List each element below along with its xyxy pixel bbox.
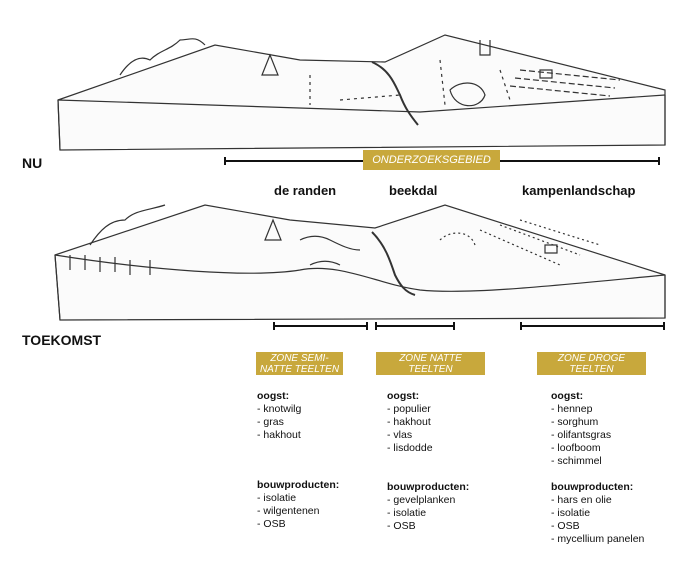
harvest-heading: oogst: — [387, 390, 420, 402]
harvest-item: - populier — [387, 403, 431, 415]
product-item: - isolatie — [387, 507, 427, 519]
product-item: - OSB — [387, 520, 416, 532]
zone-tag-wet: ZONE NATTE TEELTEN — [376, 352, 485, 375]
harvest-item: - gras — [257, 416, 284, 428]
future-label: TOEKOMST — [22, 332, 102, 348]
product-item: - wilgentenen — [257, 505, 320, 517]
zone-wet-details: oogst: - populier- hakhout- vlas- lisdod… — [387, 390, 469, 533]
harvest-item: - hakhout — [257, 429, 301, 441]
product-item: - OSB — [257, 518, 286, 530]
products-heading: bouwproducten: — [387, 481, 470, 493]
now-label: NU — [22, 155, 43, 171]
study-area-tag: ONDERZOEKSGEBIED — [363, 150, 500, 170]
harvest-item: - schimmel — [551, 455, 602, 467]
harvest-item: - loofboom — [551, 442, 601, 454]
product-item: - isolatie — [551, 507, 591, 519]
harvest-heading: oogst: — [551, 390, 584, 402]
harvest-item: - knotwilg — [257, 403, 302, 415]
product-item: - OSB — [551, 520, 580, 532]
zone-range-bar-semi-wet — [273, 322, 368, 330]
zone-dry-details: oogst: - hennep- sorghum- olifantsgras- … — [551, 390, 644, 546]
future-landscape-block — [54, 204, 666, 321]
product-item: - mycellium panelen — [551, 533, 645, 545]
harvest-item: - vlas — [387, 429, 413, 441]
region-de-randen: de randen — [274, 183, 337, 198]
harvest-item: - sorghum — [551, 416, 599, 428]
harvest-item: - hakhout — [387, 416, 431, 428]
current-landscape-block — [57, 34, 666, 151]
zone-range-bar-dry — [520, 322, 665, 330]
zone-semi-wet-details: oogst: - knotwilg- gras- hakhout bouwpro… — [257, 390, 339, 531]
product-item: - isolatie — [257, 492, 297, 504]
harvest-item: - lisdodde — [387, 442, 433, 454]
harvest-heading: oogst: — [257, 390, 290, 402]
products-heading: bouwproducten: — [551, 481, 634, 493]
zone-tag-semi-wet: ZONE SEMI-NATTE TEELTEN — [256, 352, 343, 375]
region-kampenlandschap: kampenlandschap — [522, 183, 636, 198]
product-item: - hars en olie — [551, 494, 612, 506]
zone-tag-dry: ZONE DROGE TEELTEN — [537, 352, 646, 375]
harvest-item: - olifantsgras — [551, 429, 612, 441]
region-beekdal: beekdal — [389, 183, 438, 198]
zone-range-bar-wet — [375, 322, 455, 330]
products-heading: bouwproducten: — [257, 479, 340, 491]
product-item: - gevelplanken — [387, 494, 456, 506]
harvest-item: - hennep — [551, 403, 593, 415]
